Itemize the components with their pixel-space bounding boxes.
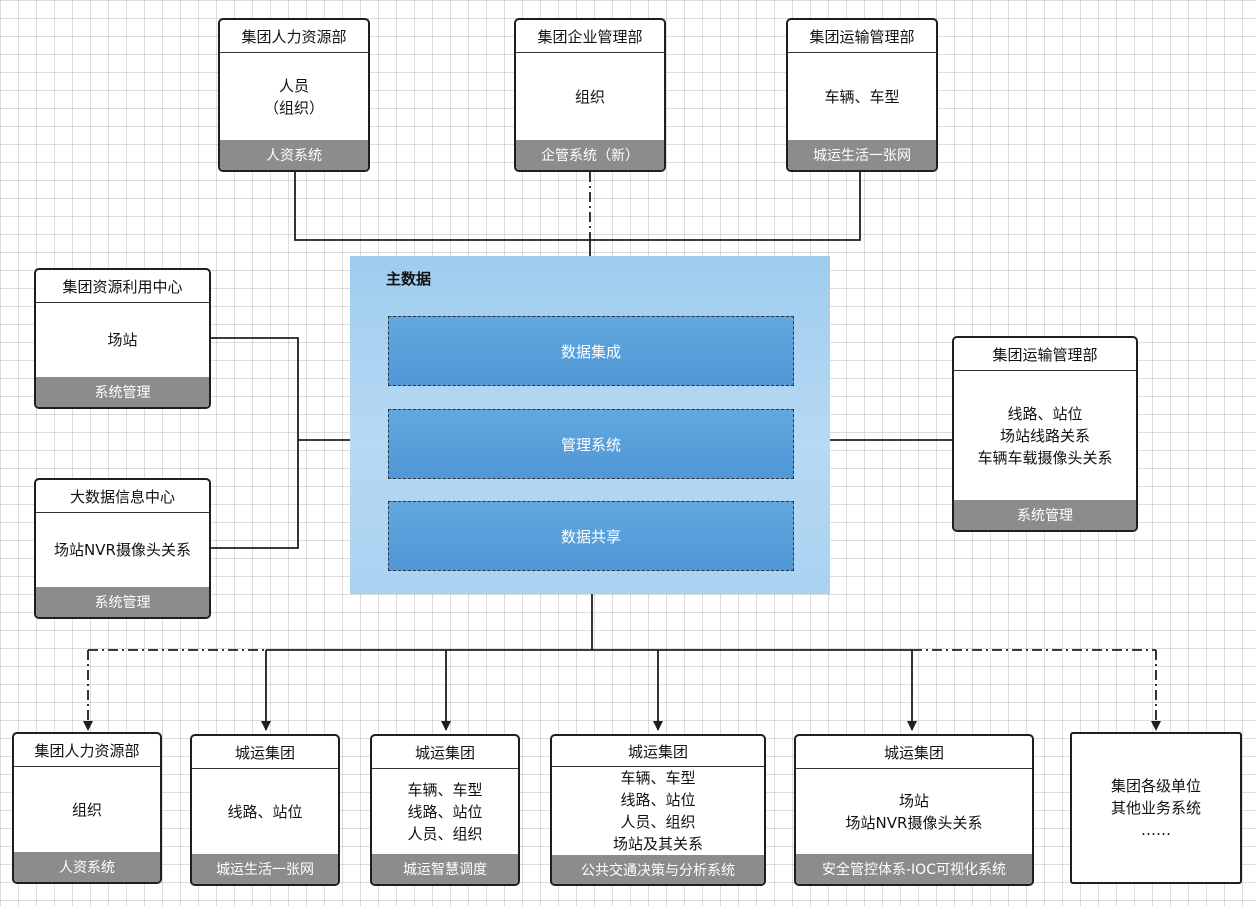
data-item: 场站NVR摄像头关系 [54, 541, 191, 559]
data-item: 线路、站位 [227, 802, 303, 821]
source-bigdata-center: 大数据信息中心 场站NVR摄像头关系 系统管理 [34, 478, 211, 619]
consumer-header: 城运集团 [372, 736, 518, 769]
module-data-integration: 数据集成 [388, 316, 794, 386]
source-data-items: 线路、站位 场站线路关系 车辆车载摄像头关系 [954, 371, 1136, 500]
consumer-header: 城运集团 [192, 736, 338, 769]
data-item: 车辆车载摄像头关系 [977, 448, 1113, 467]
source-group-enterprise: 集团企业管理部 组织 企管系统（新） [514, 18, 666, 172]
data-item: 组织 [71, 800, 102, 819]
source-data-items: 场站NVR摄像头关系 [36, 513, 209, 587]
data-item: 线路、站位 [1007, 404, 1083, 423]
source-group-hr: 集团人力资源部 人员 （组织） 人资系统 [218, 18, 370, 172]
source-header: 集团资源利用中心 [36, 270, 209, 303]
data-item: 其他业务系统 [1110, 799, 1201, 817]
source-header: 集团人力资源部 [220, 20, 368, 53]
system-label: 人资系统 [14, 852, 160, 882]
module-data-sharing: 数据共享 [388, 501, 794, 571]
source-resource-center: 集团资源利用中心 场站 系统管理 [34, 268, 211, 409]
data-item: 人员、组织 [620, 813, 696, 832]
system-label: 安全管控体系-IOC可视化系统 [796, 854, 1032, 884]
system-label: 系统管理 [36, 377, 209, 407]
source-header: 集团企业管理部 [516, 20, 664, 53]
consumer-lifenet: 城运集团 线路、站位 城运生活一张网 [190, 734, 340, 886]
data-item: 线路、站位 [620, 791, 696, 810]
consumer-data-items: 场站 场站NVR摄像头关系 [796, 769, 1032, 854]
consumer-data-items: 车辆、车型 线路、站位 人员、组织 [372, 769, 518, 854]
consumer-ioc-visualization: 城运集团 场站 场站NVR摄像头关系 安全管控体系-IOC可视化系统 [794, 734, 1034, 886]
system-label: 人资系统 [220, 140, 368, 170]
data-item: 车辆、车型 [620, 769, 696, 788]
consumer-hr: 集团人力资源部 组织 人资系统 [12, 732, 162, 884]
consumer-smart-dispatch: 城运集团 车辆、车型 线路、站位 人员、组织 城运智慧调度 [370, 734, 520, 886]
system-label: 企管系统（新） [516, 140, 664, 170]
source-group-transport: 集团运输管理部 车辆、车型 城运生活一张网 [786, 18, 938, 172]
consumer-transit-analysis: 城运集团 车辆、车型 线路、站位 人员、组织 场站及其关系 公共交通决策与分析系… [550, 734, 766, 886]
data-item: 线路、站位 [407, 802, 483, 821]
master-data-platform: 主数据 数据集成 管理系统 数据共享 [350, 256, 830, 594]
consumer-other-systems: 集团各级单位 其他业务系统 …… [1070, 732, 1242, 884]
data-item: （组织） [263, 98, 324, 117]
other-systems-items: 集团各级单位 其他业务系统 …… [1072, 734, 1240, 882]
connector-bigdata-center [211, 440, 299, 549]
source-data-items: 组织 [516, 53, 664, 140]
data-item: 场站线路关系 [999, 426, 1090, 445]
source-data-items: 场站 [36, 303, 209, 377]
data-item: 集团各级单位 [1110, 777, 1201, 795]
data-item: 场站及其关系 [612, 835, 703, 854]
system-label: 城运智慧调度 [372, 854, 518, 884]
source-data-items: 人员 （组织） [220, 53, 368, 140]
data-item: 场站 [898, 791, 929, 810]
data-item: 人员、组织 [407, 824, 483, 843]
consumer-header: 集团人力资源部 [14, 734, 160, 767]
consumer-header: 城运集团 [796, 736, 1032, 769]
source-header: 集团运输管理部 [788, 20, 936, 53]
consumer-header: 城运集团 [552, 736, 764, 768]
source-header: 集团运输管理部 [954, 338, 1136, 371]
system-label: 公共交通决策与分析系统 [552, 855, 764, 884]
consumer-data-items: 线路、站位 [192, 769, 338, 854]
module-management-system: 管理系统 [388, 409, 794, 479]
system-label: 城运生活一张网 [788, 140, 936, 170]
source-data-items: 车辆、车型 [788, 53, 936, 140]
source-header: 大数据信息中心 [36, 480, 209, 513]
data-item: 车辆、车型 [407, 780, 483, 799]
connector-resource-center [211, 337, 299, 440]
data-item: 场站 [107, 331, 138, 349]
data-item: 组织 [574, 87, 605, 106]
connector-transport-top [590, 172, 861, 241]
data-item: …… [1141, 821, 1171, 839]
data-item: 人员 [278, 76, 309, 95]
connector-hr-top [294, 172, 590, 241]
master-data-title: 主数据 [386, 270, 432, 288]
system-label: 系统管理 [36, 587, 209, 617]
data-item: 场站NVR摄像头关系 [845, 813, 983, 832]
data-item: 车辆、车型 [824, 87, 900, 106]
system-label: 城运生活一张网 [192, 854, 338, 884]
source-transport-right: 集团运输管理部 线路、站位 场站线路关系 车辆车载摄像头关系 系统管理 [952, 336, 1138, 532]
consumer-data-items: 组织 [14, 767, 160, 852]
system-label: 系统管理 [954, 500, 1136, 530]
consumer-data-items: 车辆、车型 线路、站位 人员、组织 场站及其关系 [552, 767, 764, 855]
